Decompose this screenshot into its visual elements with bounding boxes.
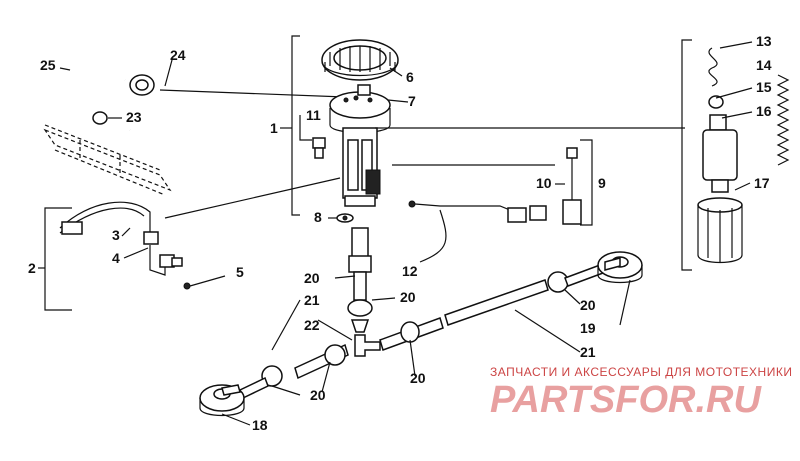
callout-21: 21: [580, 344, 596, 360]
callout-2: 2: [28, 260, 36, 276]
callout-labels: 1 2 3 4 5 6 7 8 9 10 11 12 13 14 15 16 1…: [28, 33, 772, 433]
pump-wire: [408, 200, 547, 263]
callout-4: 4: [112, 250, 120, 266]
fuel-line-right: [379, 264, 604, 353]
watermark: ЗАПЧАСТИ И АКСЕССУАРЫ ДЛЯ МОТОТЕХНИКИ PA…: [490, 365, 792, 421]
callout-18: 18: [252, 417, 268, 433]
bracket-2: [38, 207, 72, 311]
callout-1: 1: [270, 120, 278, 136]
callout-9: 9: [598, 175, 606, 191]
bracket-1: [280, 35, 300, 216]
callout-23: 23: [126, 109, 142, 125]
lock-ring: [321, 39, 399, 81]
leader-lines: [59, 41, 753, 426]
callout-11: 11: [306, 107, 321, 123]
callout-21: 21: [304, 292, 320, 308]
watermark-tagline: ЗАПЧАСТИ И АКСЕССУАРЫ ДЛЯ МОТОТЕХНИКИ: [490, 365, 792, 379]
pump-module: [164, 84, 685, 219]
sensor: [299, 115, 326, 159]
callout-20: 20: [304, 270, 320, 286]
callout-25: 25: [40, 57, 56, 73]
callout-20: 20: [400, 289, 416, 305]
callout-16: 16: [756, 103, 772, 119]
bracket-pump: [681, 39, 692, 271]
callout-12: 12: [402, 263, 418, 279]
callout-20: 20: [310, 387, 326, 403]
callout-3: 3: [112, 227, 120, 243]
fuel-line-vertical: [347, 227, 373, 333]
hose-assembly: [64, 68, 346, 132]
fuel-pump-motor: [702, 114, 738, 193]
callout-20: 20: [580, 297, 596, 313]
callout-5: 5: [236, 264, 244, 280]
callout-8: 8: [314, 209, 322, 225]
long-spring: [776, 74, 790, 166]
callout-17: 17: [754, 175, 770, 191]
pickup-left: [199, 384, 245, 417]
fuel-line-left: [239, 343, 349, 400]
watermark-brand: PARTSFOR.RU: [490, 379, 762, 421]
pump-filter: [697, 197, 743, 264]
pickup-right: [597, 251, 643, 284]
callout-14: 14: [756, 57, 772, 73]
frame-rail: [43, 124, 172, 196]
callout-13: 13: [756, 33, 772, 49]
bracket-9: [580, 139, 593, 226]
tee-fitting: [317, 319, 381, 357]
callout-15: 15: [756, 79, 772, 95]
callout-20: 20: [410, 370, 426, 386]
callout-10: 10: [536, 175, 552, 191]
callout-24: 24: [170, 47, 186, 63]
o-ring: [708, 95, 724, 109]
callout-19: 19: [580, 320, 596, 336]
callout-22: 22: [304, 317, 320, 333]
callout-7: 7: [408, 93, 416, 109]
callout-6: 6: [406, 69, 414, 85]
spring-coil: [708, 47, 718, 87]
wiring-harness: [59, 201, 226, 290]
washer: [328, 213, 354, 223]
connector: [555, 147, 582, 225]
